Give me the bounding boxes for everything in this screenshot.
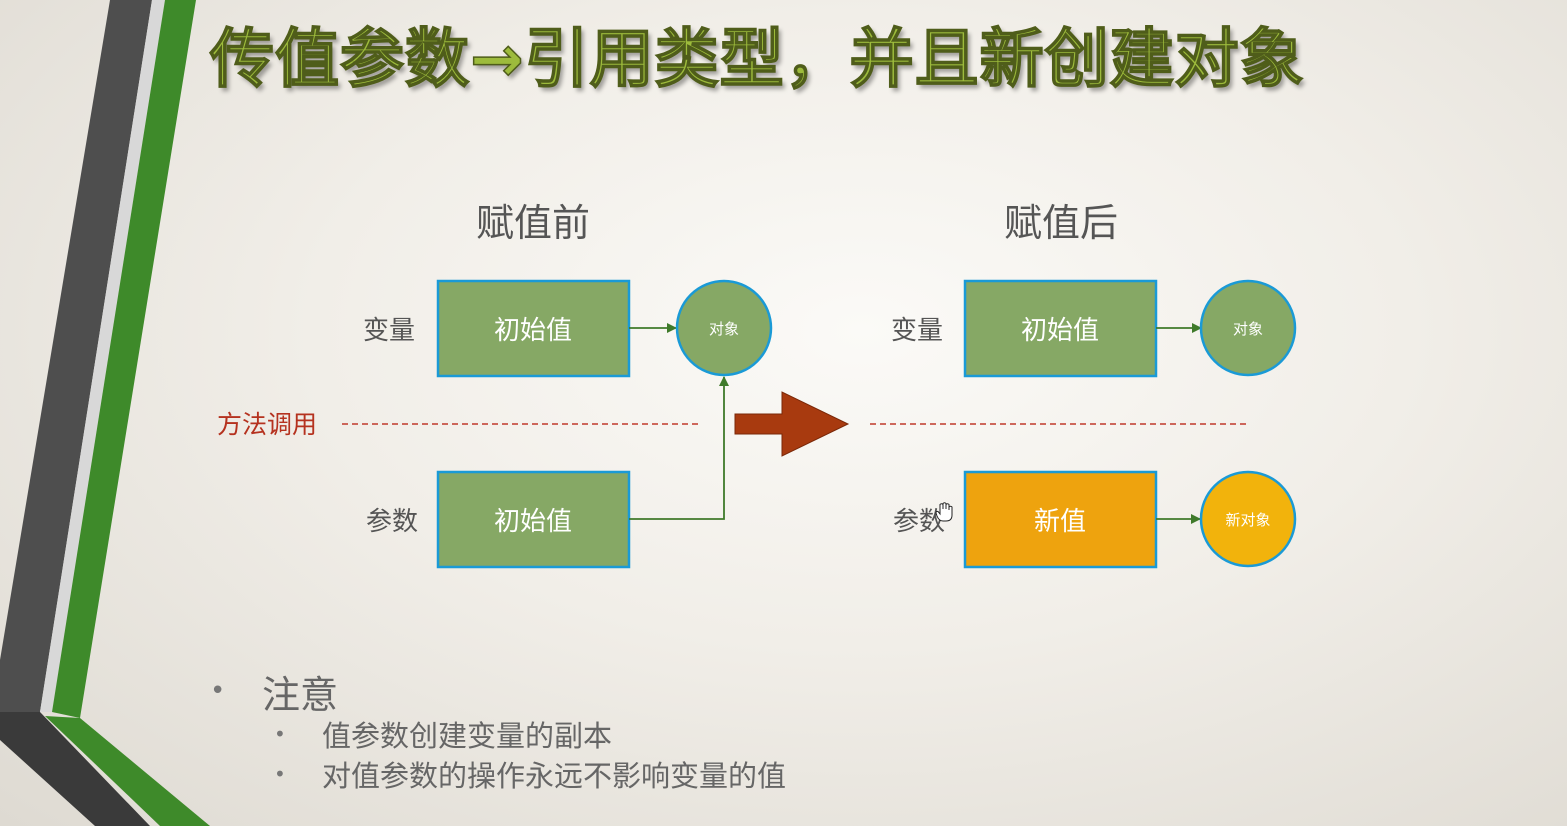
before-variable-label: 变量	[363, 316, 415, 346]
after-object-text: 对象	[1233, 320, 1263, 338]
after-variable-box-text: 初始值	[1021, 316, 1099, 346]
bullet-icon: •	[210, 676, 226, 706]
before-variable-box	[436, 279, 631, 378]
notes-heading: 注意	[262, 672, 339, 717]
transition-arrow-icon	[734, 391, 850, 457]
note-item-text: 值参数创建变量的副本	[322, 719, 613, 753]
bullet-icon: •	[274, 762, 286, 786]
slide-title: 传值参数→引用类型，并且新创建对象	[209, 22, 1305, 98]
dark-stripe	[0, 0, 152, 712]
before-object-text: 对象	[709, 320, 739, 338]
before-label: 赋值前	[476, 201, 590, 245]
bullet-icon: •	[274, 722, 286, 746]
before-param-box-text: 初始值	[494, 507, 572, 537]
before-object-circle	[675, 279, 773, 377]
before-param-arrow	[629, 376, 729, 520]
notes-heading-row: • 注意	[210, 668, 1110, 717]
hand-cursor-icon	[935, 502, 953, 522]
list-item: • 对值参数的操作永远不影响变量的值	[274, 754, 1110, 794]
before-param-box	[436, 470, 631, 569]
list-item: • 值参数创建变量的副本	[274, 714, 1110, 754]
new-object-text: 新对象	[1225, 511, 1270, 529]
notes-section: • 注意 • 值参数创建变量的副本 • 对值参数的操作永远不影响变量的值	[210, 668, 1110, 794]
green-corner-stripe	[45, 716, 210, 826]
after-label: 赋值后	[1004, 201, 1118, 245]
note-item-text: 对值参数的操作永远不影响变量的值	[322, 759, 787, 793]
decorative-stripes	[0, 0, 210, 826]
before-variable-box-text: 初始值	[494, 316, 572, 346]
after-object-circle	[1199, 279, 1297, 377]
new-object-circle	[1199, 470, 1297, 568]
green-stripe	[52, 0, 196, 718]
method-call-label: 方法调用	[217, 410, 317, 439]
before-param-label: 参数	[366, 507, 418, 537]
after-param-box-text: 新值	[1034, 507, 1086, 537]
light-stripe	[40, 0, 165, 712]
after-variable-label: 变量	[891, 316, 943, 346]
dark-corner-stripe	[0, 712, 150, 826]
